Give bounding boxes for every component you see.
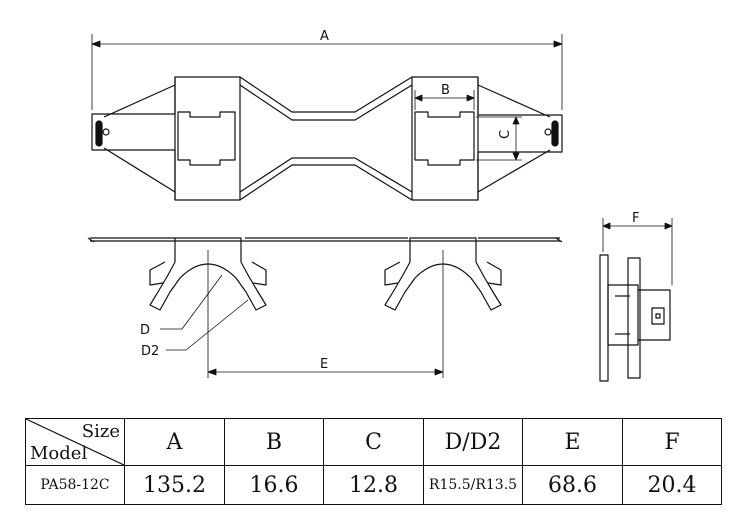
header-c: C <box>323 418 424 466</box>
header-f: F <box>622 418 722 466</box>
dimension-f <box>602 218 673 285</box>
spec-value-row: PA58-12C 135.2 16.6 12.8 R15.5/R13.5 68.… <box>25 465 722 505</box>
top-view <box>91 76 563 201</box>
header-a: A <box>124 418 225 466</box>
value-d-d2: R15.5/R13.5 <box>423 465 523 505</box>
label-a: A <box>320 29 329 44</box>
spec-corner-cell: Size Model <box>25 418 125 466</box>
leader-d <box>160 274 249 351</box>
corner-model-label: Model <box>30 443 88 464</box>
side-view <box>87 237 563 311</box>
corner-size-label: Size <box>81 421 120 442</box>
value-e: 68.6 <box>522 465 623 505</box>
end-view <box>599 254 671 382</box>
dimension-a <box>91 34 563 110</box>
label-c: C <box>498 130 513 139</box>
spec-header-row: Size Model A B C D/D2 E F <box>25 418 722 466</box>
technical-drawing: A B C D D2 E F <box>87 29 673 382</box>
label-e: E <box>320 357 328 372</box>
header-d-d2: D/D2 <box>423 418 523 466</box>
value-b: 16.6 <box>224 465 324 505</box>
spec-table: Size Model A B C D/D2 E F PA58-12C 135.2… <box>25 418 722 505</box>
value-a: 135.2 <box>124 465 225 505</box>
value-c: 12.8 <box>323 465 424 505</box>
label-d2: D2 <box>141 344 159 359</box>
label-f: F <box>632 211 639 226</box>
dimension-c <box>476 116 522 161</box>
dimension-e <box>207 250 444 378</box>
label-b: B <box>441 83 450 98</box>
label-d: D <box>140 323 150 338</box>
model-cell: PA58-12C <box>25 465 125 505</box>
header-b: B <box>224 418 324 466</box>
corner-diagonal <box>26 419 124 465</box>
header-e: E <box>522 418 623 466</box>
dimension-b <box>414 90 475 110</box>
value-f: 20.4 <box>622 465 722 505</box>
